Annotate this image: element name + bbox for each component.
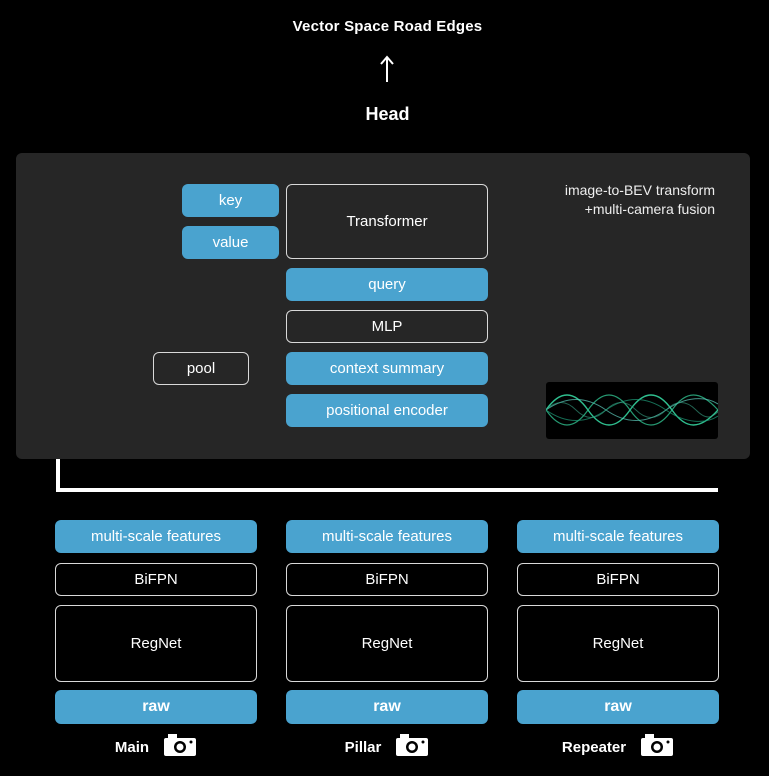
context-summary-block: context summary — [286, 352, 488, 385]
mlp-block: MLP — [286, 310, 488, 343]
panel-label-line2: +multi-camera fusion — [584, 201, 715, 217]
main-bifpn: BiFPN — [55, 563, 257, 596]
sinusoid-wave-icon — [546, 382, 718, 439]
camera-main: Main — [55, 733, 257, 761]
camera-icon — [395, 733, 429, 762]
camera-pillar: Pillar — [286, 733, 488, 761]
camera-repeater-label: Repeater — [561, 738, 627, 756]
panel-label: image-to-BEV transform +multi-camera fus… — [470, 181, 715, 219]
main-regnet: RegNet — [55, 605, 257, 682]
transformer-block: Transformer — [286, 184, 488, 259]
key-block: key — [182, 184, 279, 217]
arrow-up-icon — [380, 55, 394, 82]
repeater-regnet: RegNet — [517, 605, 719, 682]
pillar-multi-scale-features: multi-scale features — [286, 520, 488, 553]
main-raw: raw — [55, 690, 257, 724]
panel-label-line1: image-to-BEV transform — [564, 182, 715, 198]
repeater-multi-scale-features: multi-scale features — [517, 520, 719, 553]
camera-pillar-label: Pillar — [344, 738, 382, 756]
head-label: Head — [365, 104, 410, 124]
pool-block: pool — [153, 352, 249, 385]
output-title: Vector Space Road Edges — [292, 18, 483, 35]
pillar-regnet: RegNet — [286, 605, 488, 682]
positional-encoder-block: positional encoder — [286, 394, 488, 427]
camera-icon — [640, 733, 674, 762]
repeater-bifpn: BiFPN — [517, 563, 719, 596]
pillar-bifpn: BiFPN — [286, 563, 488, 596]
pillar-raw: raw — [286, 690, 488, 724]
value-block: value — [182, 226, 279, 259]
query-block: query — [286, 268, 488, 301]
repeater-raw: raw — [517, 690, 719, 724]
camera-icon — [163, 733, 197, 762]
camera-main-label: Main — [114, 738, 150, 756]
camera-repeater: Repeater — [517, 733, 719, 761]
main-multi-scale-features: multi-scale features — [55, 520, 257, 553]
